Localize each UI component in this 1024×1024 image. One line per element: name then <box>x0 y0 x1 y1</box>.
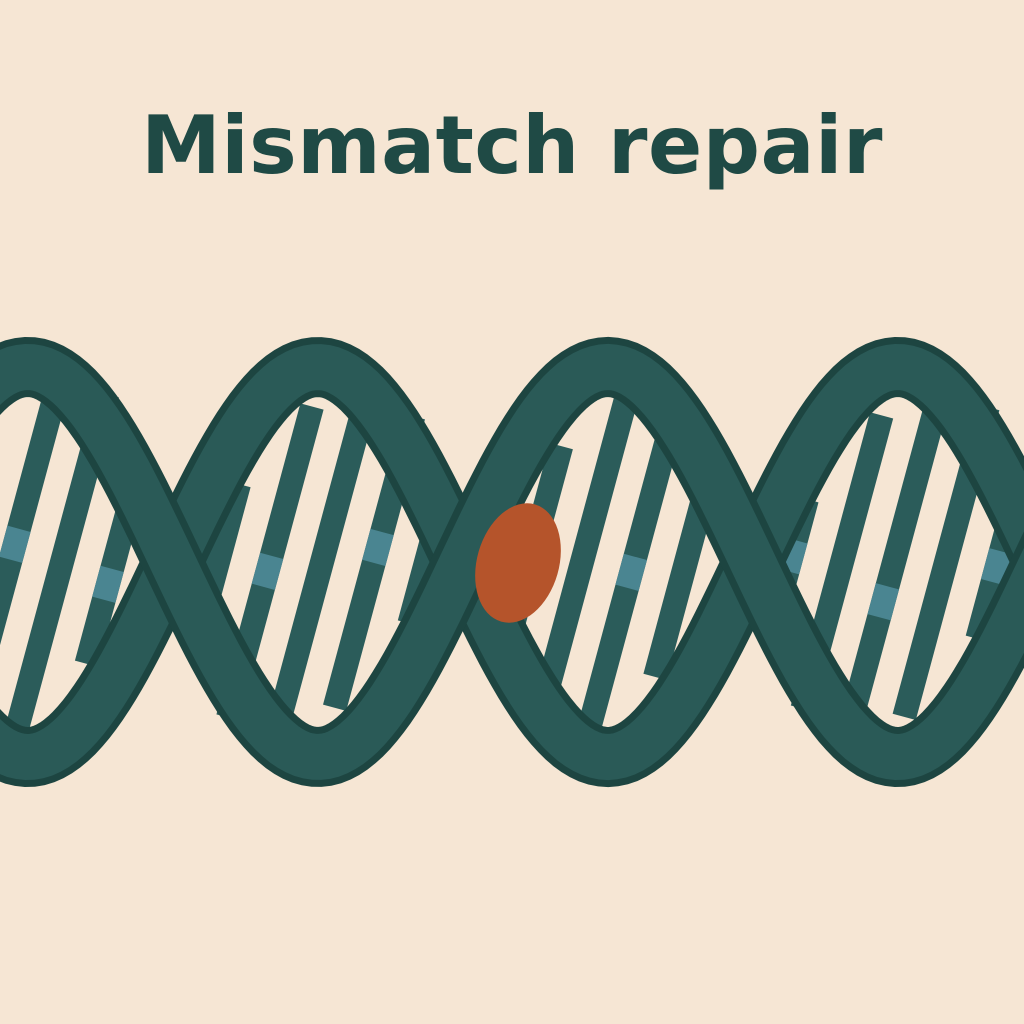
backbone-strand-b <box>0 343 1024 781</box>
base-pair-band <box>362 528 394 567</box>
mismatched-base-icon <box>475 503 561 623</box>
base-pair-rung <box>0 381 70 646</box>
base-pair-band <box>867 583 899 621</box>
backbone-strand-a <box>0 343 1024 781</box>
base-pair-band <box>775 537 808 575</box>
base-pair-band <box>981 548 1013 586</box>
base-pair-rung <box>833 378 955 746</box>
base-pair-band <box>0 525 31 563</box>
page-title: Mismatch repair <box>141 99 883 192</box>
base-pair-band <box>251 552 284 590</box>
base-pair-band <box>92 565 124 603</box>
base-pair-rung <box>261 378 383 746</box>
dna-backbone-strands <box>0 336 1024 788</box>
base-pair-band <box>615 553 647 591</box>
